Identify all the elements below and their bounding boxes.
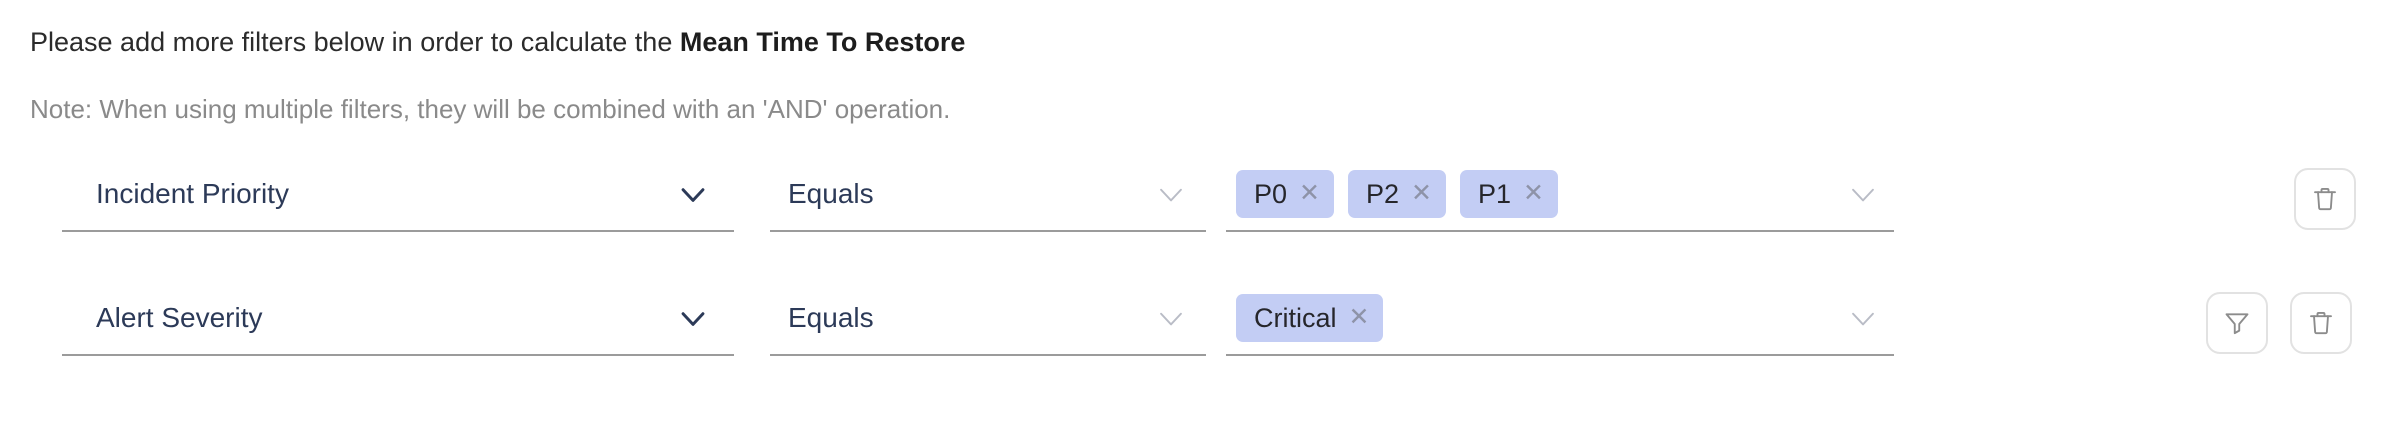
filter-row-actions (2294, 168, 2356, 230)
close-icon[interactable]: ✕ (1299, 178, 1320, 207)
close-icon[interactable]: ✕ (1523, 178, 1544, 207)
filter-operator-value: Equals (788, 302, 874, 333)
filter-row-actions (2206, 292, 2352, 354)
filter-operator-select[interactable]: Equals (770, 158, 1206, 232)
value-chip-label: Critical (1254, 302, 1337, 333)
filter-subject-value: Incident Priority (96, 178, 289, 209)
value-chip-label: P0 (1254, 178, 1288, 209)
chevron-down-icon[interactable] (1846, 177, 1880, 211)
funnel-icon (2225, 313, 2249, 335)
filter-value-chips: P0 ✕ P2 ✕ P1 ✕ (1236, 170, 1834, 218)
chevron-down-icon[interactable] (676, 301, 710, 335)
value-chip-label: P2 (1365, 178, 1400, 209)
filter-row: Alert Severity Equals Critical ✕ (0, 282, 2408, 406)
value-chip-label: P1 (1477, 178, 1511, 209)
filter-subject-value: Alert Severity (96, 302, 263, 333)
filter-values-select[interactable]: Critical ✕ (1226, 282, 1894, 356)
filter-subject-select[interactable]: Incident Priority (62, 158, 734, 232)
close-icon[interactable]: ✕ (1411, 178, 1432, 207)
filter-value-chips: Critical ✕ (1236, 294, 1834, 342)
metric-name: Mean Time To Restore (679, 27, 966, 57)
add-filter-button[interactable] (2206, 292, 2268, 354)
delete-filter-button[interactable] (2294, 168, 2356, 230)
filter-row: Incident Priority Equals P0 ✕ (0, 158, 2408, 282)
value-chip[interactable]: P0 ✕ (1236, 170, 1334, 218)
filter-values-select[interactable]: P0 ✕ P2 ✕ P1 ✕ (1226, 158, 1894, 232)
chevron-down-icon[interactable] (1846, 301, 1880, 335)
filter-subject-select[interactable]: Alert Severity (62, 282, 734, 356)
page-title-prefix: Please add more filters below in order t… (30, 27, 680, 57)
page-title: Please add more filters below in order t… (30, 26, 965, 58)
delete-filter-button[interactable] (2290, 292, 2352, 354)
trash-icon (2310, 311, 2332, 335)
filter-operator-value: Equals (788, 178, 874, 209)
close-icon[interactable]: ✕ (1348, 302, 1370, 331)
filter-rows: Incident Priority Equals P0 ✕ (0, 158, 2408, 406)
chevron-down-icon[interactable] (1154, 177, 1188, 211)
filter-note: Note: When using multiple filters, they … (30, 94, 951, 124)
chevron-down-icon[interactable] (676, 177, 710, 211)
trash-icon (2314, 187, 2336, 211)
filter-operator-select[interactable]: Equals (770, 282, 1206, 356)
value-chip[interactable]: Critical ✕ (1236, 294, 1384, 342)
chevron-down-icon[interactable] (1154, 301, 1188, 335)
value-chip[interactable]: P1 ✕ (1459, 170, 1558, 218)
value-chip[interactable]: P2 ✕ (1347, 170, 1446, 218)
